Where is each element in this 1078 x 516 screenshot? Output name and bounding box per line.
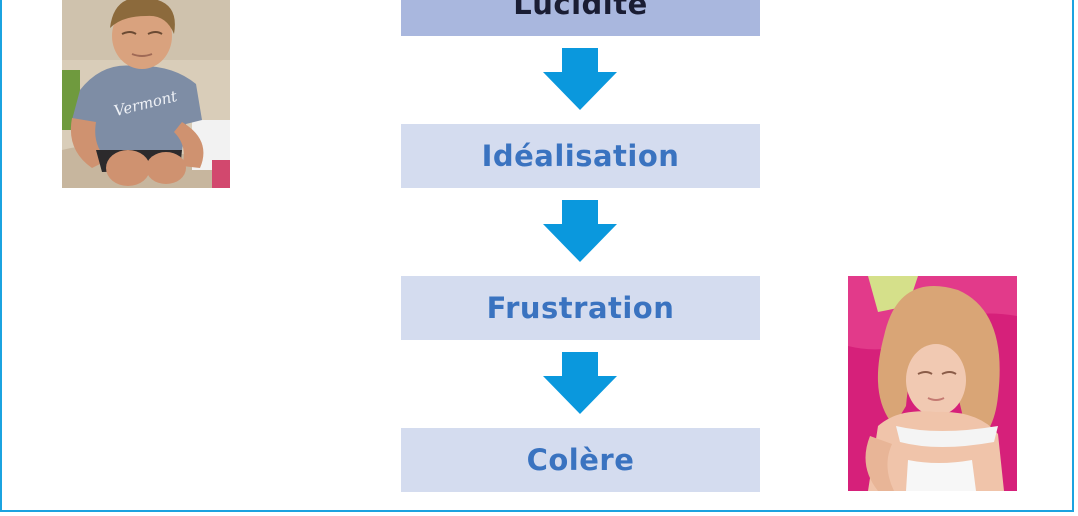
arrow-down-icon (543, 200, 617, 262)
step-colere: Colère (401, 428, 760, 492)
step-frustration: Frustration (401, 276, 760, 340)
arrow-down-icon (543, 48, 617, 110)
step-idealisation: Idéalisation (401, 124, 760, 188)
arrow-down-icon (543, 352, 617, 414)
boy-photo: Vermont (62, 0, 230, 188)
girl-photo (848, 276, 1017, 491)
step-lucidite: Lucidité (401, 0, 760, 36)
